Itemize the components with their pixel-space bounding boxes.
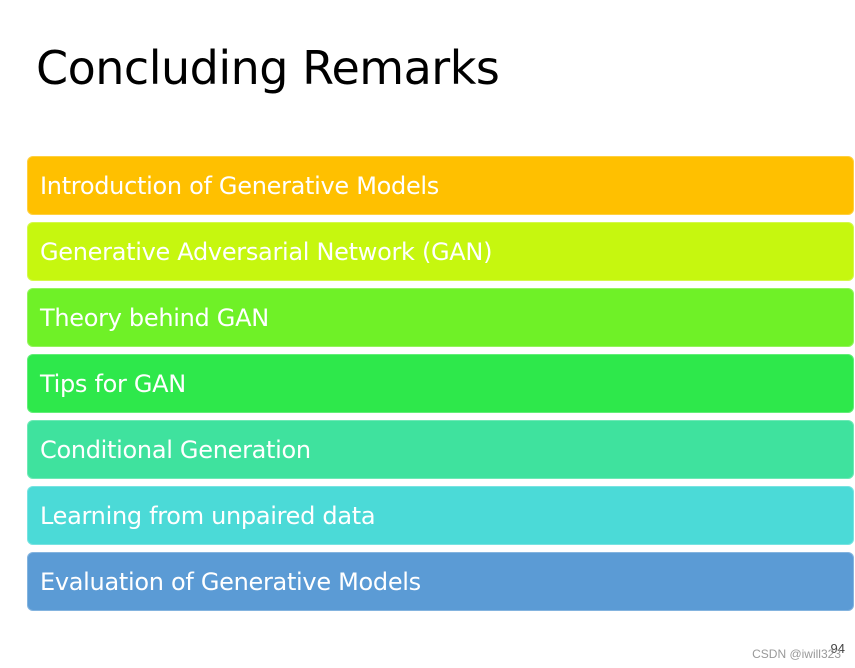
page-number: 94 [830,641,845,656]
topic-label: Introduction of Generative Models [40,171,439,200]
topic-bar-evaluation: Evaluation of Generative Models [27,552,854,611]
topic-label: Conditional Generation [40,435,311,464]
topic-bar-gan: Generative Adversarial Network (GAN) [27,222,854,281]
topic-label: Learning from unpaired data [40,501,376,530]
topic-label: Generative Adversarial Network (GAN) [40,237,493,266]
slide-title: Concluding Remarks [36,41,500,95]
topic-bar-introduction: Introduction of Generative Models [27,156,854,215]
topic-bar-unpaired: Learning from unpaired data [27,486,854,545]
topic-label: Theory behind GAN [40,303,269,332]
topic-bar-conditional: Conditional Generation [27,420,854,479]
topic-label: Evaluation of Generative Models [40,567,421,596]
topic-list: Introduction of Generative Models Genera… [27,156,854,611]
topic-label: Tips for GAN [40,369,186,398]
topic-bar-tips: Tips for GAN [27,354,854,413]
topic-bar-theory: Theory behind GAN [27,288,854,347]
watermark: CSDN @iwill323 [752,647,841,661]
